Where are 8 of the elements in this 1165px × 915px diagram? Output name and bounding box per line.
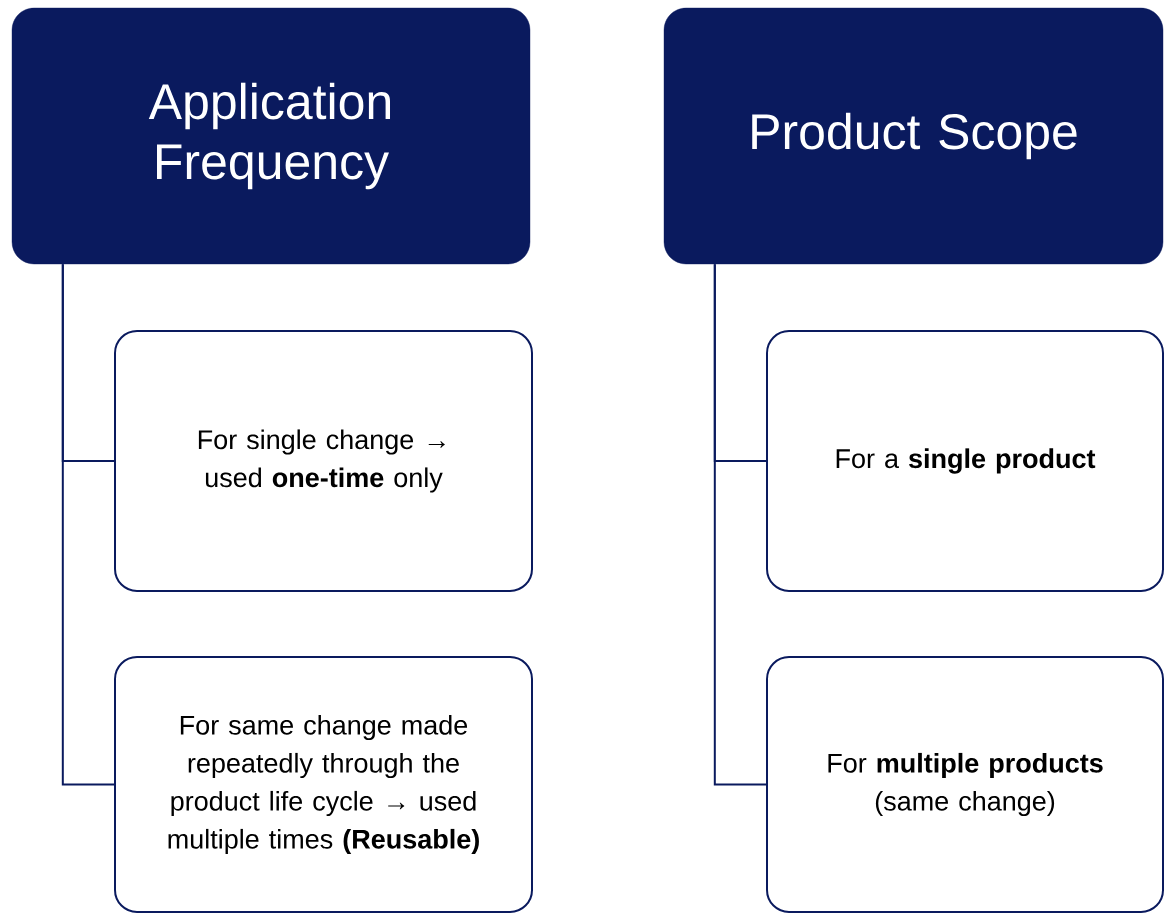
text-box: For a single product [766, 330, 1164, 592]
text-box: For multiple products (same change) [766, 656, 1164, 913]
text-box: For same change made repeatedly through the product life cycle → used multiple times (Reusable) [114, 656, 533, 913]
connector-line [61, 263, 115, 786]
text-box: For single change → used one-time only [114, 330, 533, 592]
header-box: Product Scope [663, 7, 1164, 265]
connector-line [713, 263, 767, 786]
header-box: Application Frequency [11, 7, 531, 265]
